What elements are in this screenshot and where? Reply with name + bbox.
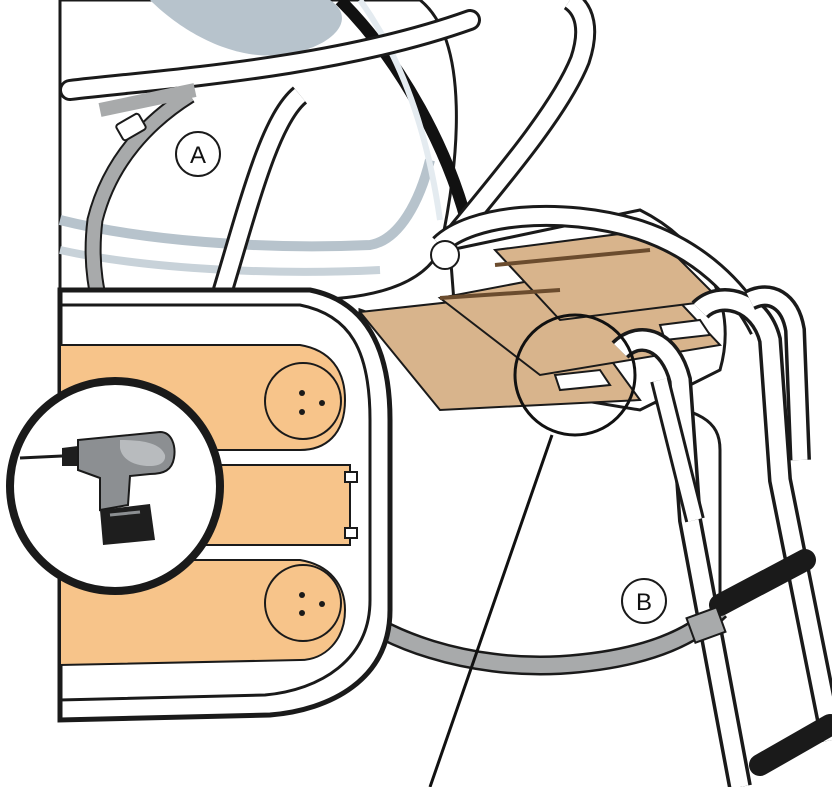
screw-hole-icon [299, 592, 305, 598]
screw-hole-icon [299, 409, 305, 415]
slat-end-cap-lower [265, 565, 341, 641]
callout-a-label: A [190, 142, 206, 169]
callout-a: A [176, 132, 220, 176]
drill-battery-icon [100, 504, 155, 545]
cordless-drill-icon [10, 381, 220, 591]
screw-hole-icon [299, 390, 305, 396]
callout-b-label: B [636, 589, 652, 616]
bracket-icon [345, 528, 357, 538]
screw-hole-icon [299, 610, 305, 616]
tube-mount-icon [431, 241, 459, 269]
callout-b: B [622, 579, 666, 623]
ladder-rung-lower [760, 725, 830, 765]
screw-hole-icon [319, 400, 325, 406]
screw-hole-icon [319, 601, 325, 607]
slat-end-cap-upper [265, 363, 341, 439]
bracket-icon [345, 472, 357, 482]
